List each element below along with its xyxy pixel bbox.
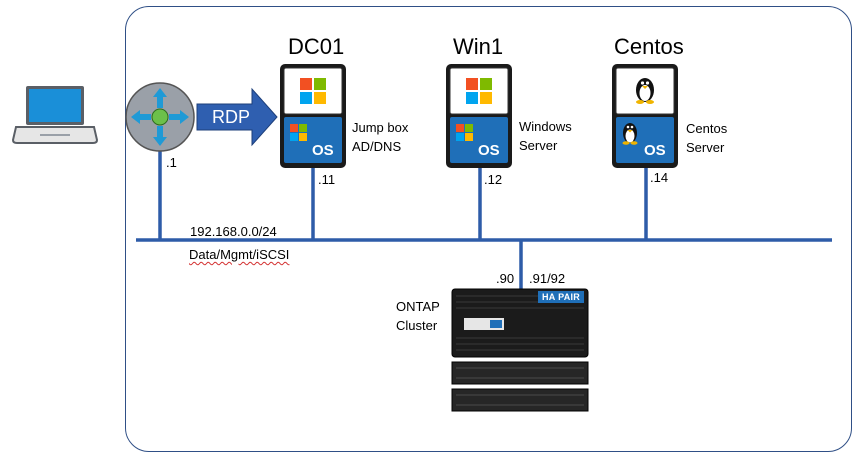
storage-mgmt-ip-label: .90 bbox=[496, 271, 515, 286]
storage-label: ONTAP Cluster bbox=[396, 297, 440, 335]
os-badge-label: OS bbox=[312, 142, 334, 159]
rdp-label: RDP bbox=[212, 107, 251, 127]
windows-logo-icon bbox=[300, 78, 326, 104]
linux-tux-icon bbox=[636, 78, 654, 104]
server-name-centos: Centos bbox=[614, 34, 684, 59]
os-badge-label: OS bbox=[644, 142, 666, 159]
server-role-line: Server bbox=[519, 138, 558, 153]
windows-logo-icon bbox=[466, 78, 492, 104]
server-role-line: Centos bbox=[686, 121, 728, 136]
network-links bbox=[136, 150, 832, 289]
server-dc01 bbox=[280, 64, 346, 168]
server-role-centos: Centos Server bbox=[686, 119, 727, 157]
windows-logo-icon bbox=[290, 124, 307, 141]
win1-ip-label: .12 bbox=[484, 172, 503, 187]
linux-tux-icon bbox=[622, 123, 638, 145]
server-name-dc01: DC01 bbox=[288, 34, 345, 59]
server-role-line: Windows bbox=[519, 119, 572, 134]
router-ip-label: .1 bbox=[166, 155, 177, 170]
lab-boundary-frame bbox=[125, 6, 852, 452]
server-win1 bbox=[446, 64, 512, 168]
subnet-label: 192.168.0.0/24 bbox=[190, 224, 277, 239]
server-role-dc01: Jump box AD/DNS bbox=[352, 118, 408, 156]
server-role-line: Server bbox=[686, 140, 725, 155]
windows-logo-icon bbox=[456, 124, 473, 141]
dc01-ip-label: .11 bbox=[318, 172, 336, 187]
network-purpose-label: Data/Mgmt/iSCSI bbox=[189, 247, 290, 262]
rdp-arrow bbox=[196, 87, 278, 147]
storage-label-line: ONTAP bbox=[396, 299, 440, 314]
server-role-line: AD/DNS bbox=[352, 139, 402, 154]
server-name-win1: Win1 bbox=[453, 34, 504, 59]
storage-array-icon bbox=[451, 288, 589, 412]
storage-node-ip-label: .91/92 bbox=[529, 271, 566, 286]
ha-pair-badge: HA PAIR bbox=[542, 292, 581, 302]
os-badge-label: OS bbox=[478, 142, 500, 159]
centos-ip-label: .14 bbox=[650, 170, 669, 185]
laptop-icon bbox=[11, 86, 99, 144]
router-icon bbox=[125, 82, 195, 152]
server-role-line: Jump box bbox=[352, 120, 409, 135]
server-role-win1: Windows Server bbox=[519, 117, 572, 155]
storage-label-line: Cluster bbox=[396, 318, 438, 333]
